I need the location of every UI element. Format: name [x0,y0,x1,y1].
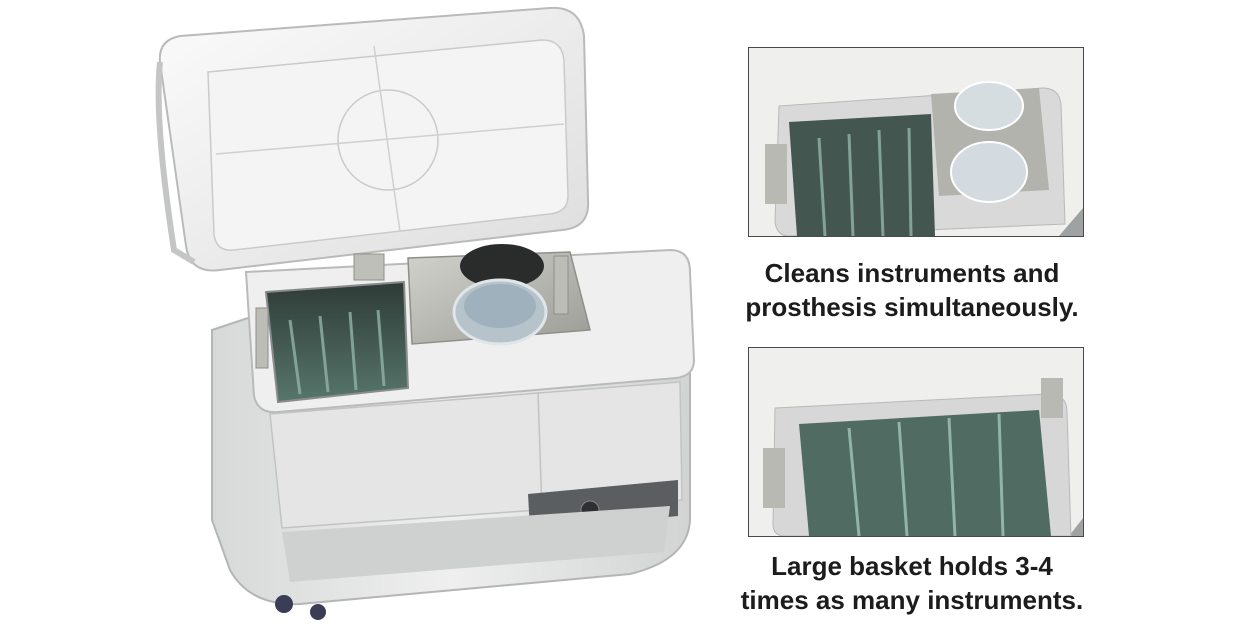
caption-2-line-2: times as many instruments. [740,585,1084,615]
caption-1-line-1: Cleans instruments and [764,258,1060,288]
inset-photo-large-basket [748,347,1084,537]
caption-simultaneous-cleaning: Cleans instruments and prosthesis simult… [700,256,1124,324]
caption-1-line-2: prosthesis simultaneously. [745,292,1079,322]
caption-large-basket: Large basket holds 3-4 times as many ins… [700,549,1124,617]
ultrasonic-cleaner-illustration [150,0,710,630]
cleaning-tank [255,244,591,404]
caption-2-line-1: Large basket holds 3-4 [771,551,1053,581]
inset-photo-instruments-and-prosthesis [748,47,1084,237]
open-lid [155,6,590,272]
